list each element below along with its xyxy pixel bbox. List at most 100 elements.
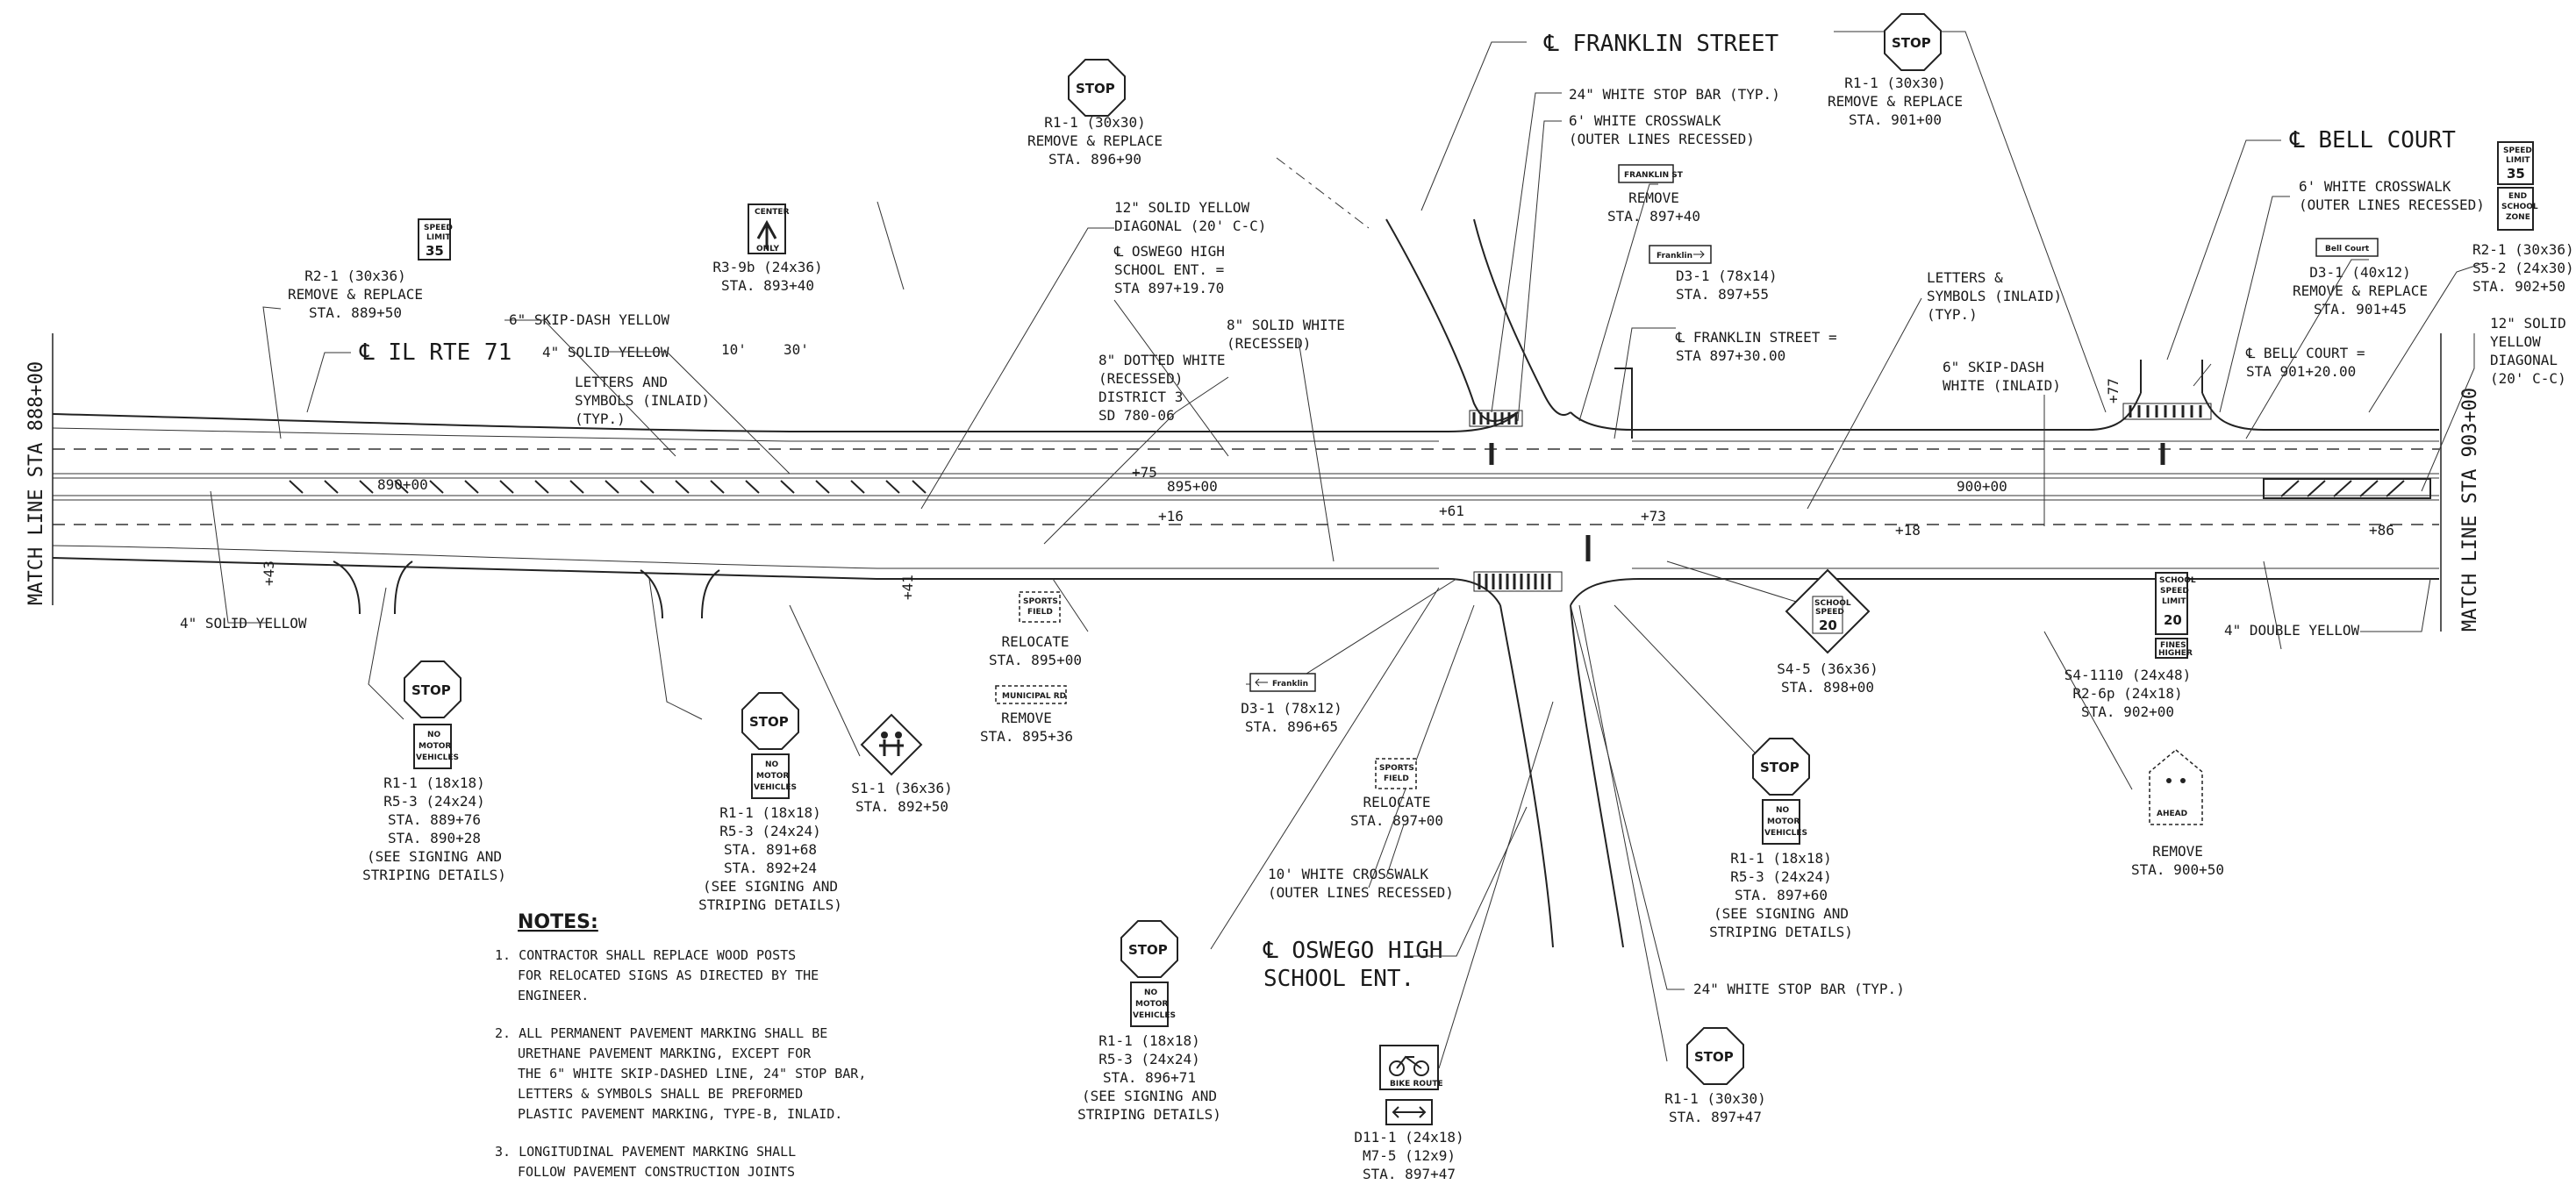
leader-lines: [210, 31, 2484, 1069]
callout-c06-line-1: SYMBOLS (INLAID): [575, 392, 710, 409]
sports-field-sign-895: SPORTS FIELD: [1019, 591, 1061, 623]
stop-sign-897-47: STOP: [1686, 1027, 1744, 1085]
callout-c28-line-3: STA. 892+24: [724, 860, 817, 876]
street-labels: ℄ FRANKLIN STREET ℄ BELL COURT ℄ IL RTE …: [306, 31, 2456, 992]
svg-text:20: 20: [2164, 612, 2182, 628]
station-p43: +43: [261, 560, 277, 586]
svg-text:HIGHER: HIGHER: [2158, 649, 2193, 658]
svg-text:VEHICLES: VEHICLES: [1764, 829, 1807, 838]
sports-field-sign-897: SPORTS FIELD: [1375, 758, 1417, 789]
station-p73: +73: [1641, 508, 1666, 525]
callout-c08-line-2: STA. 896+90: [1048, 151, 1141, 168]
svg-text:SCHOOL: SCHOOL: [1814, 599, 1851, 608]
label-school-ent: SCHOOL ENT.: [1263, 966, 1414, 992]
callout-c35-line-0: S4-5 (36x36): [1777, 660, 1878, 677]
note-2-line-3: LETTERS & SYMBOLS SHALL BE PREFORMED: [518, 1086, 803, 1102]
callout-c30-line-0: RELOCATE: [1001, 633, 1069, 650]
callout-c21-line-0: R2-1 (30x36): [2472, 241, 2574, 258]
callout-c12-line-0: 8" DOTTED WHITE: [1098, 352, 1226, 368]
station-p61: +61: [1439, 503, 1464, 519]
callout-c41-line-0: R1-1 (18x18): [1098, 1032, 1200, 1049]
svg-text:MOTOR: MOTOR: [419, 742, 451, 751]
callout-c22-line-3: (20' C-C): [2490, 370, 2566, 387]
match-line-right: MATCH LINE STA 903+00: [2459, 388, 2481, 632]
station-900: 900+00: [1957, 478, 2007, 495]
label-franklin-street: ℄ FRANKLIN STREET: [1543, 31, 1778, 57]
callout-c12-line-3: SD 780-06: [1098, 407, 1175, 424]
callout-c06-line-0: LETTERS AND: [575, 374, 668, 390]
callout-c20-line-0: D3-1 (40x12): [2309, 264, 2411, 281]
school-ahead-sign-remove: AHEAD: [2149, 749, 2203, 825]
callout-c15-line-0: REMOVE: [1628, 189, 1679, 206]
svg-text:AHEAD: AHEAD: [2157, 810, 2187, 818]
callout-c40-line-1: STA. 900+50: [2131, 861, 2224, 878]
crosswalk-oswego: [1473, 571, 1563, 592]
callout-c36-line-2: STA. 897+60: [1735, 887, 1828, 903]
svg-text:CENTER: CENTER: [755, 208, 790, 217]
crosswalk-franklin: [1469, 410, 1523, 427]
callout-c27-line-1: R5-3 (24x24): [383, 793, 485, 810]
callout-c38-line-1: R2-6p (24x18): [2072, 685, 2182, 702]
svg-text:END: END: [2508, 192, 2527, 201]
callout-c31-line-1: STA. 895+36: [980, 728, 1073, 745]
svg-text:VEHICLES: VEHICLES: [1133, 1011, 1176, 1020]
callout-c10-line-2: STA 897+19.70: [1114, 280, 1224, 296]
note-2-line-4: PLASTIC PAVEMENT MARKING, TYPE-B, INLAID…: [518, 1106, 842, 1122]
hatch-west: [289, 480, 927, 494]
svg-text:SPORTS: SPORTS: [1023, 597, 1058, 606]
callout-c39-line-0: 4" DOUBLE YELLOW: [2224, 622, 2359, 639]
callout-c33-line-0: RELOCATE: [1363, 794, 1430, 810]
label-oswego-high: ℄ OSWEGO HIGH: [1263, 938, 1443, 964]
note-1-line-1: FOR RELOCATED SIGNS AS DIRECTED BY THE: [518, 967, 819, 983]
svg-text:MOTOR: MOTOR: [1135, 1000, 1168, 1009]
callout-c41-line-3: (SEE SIGNING AND: [1082, 1088, 1217, 1104]
callout-c35-line-1: STA. 898+00: [1781, 679, 1874, 696]
callout-c02-line-0: 6" SKIP-DASH YELLOW: [509, 311, 669, 328]
callout-c16-line-1: STA. 897+55: [1676, 286, 1769, 303]
callout-c18-line-0: R1-1 (30x30): [1844, 75, 1946, 91]
callout-c08-line-0: R1-1 (30x30): [1044, 114, 1146, 131]
callout-c40-line-0: REMOVE: [2152, 843, 2203, 860]
svg-text:FIELD: FIELD: [1027, 608, 1053, 617]
callout-c22-line-1: YELLOW: [2490, 333, 2541, 350]
callout-c28-line-2: STA. 891+68: [724, 841, 817, 858]
callout-c36-line-4: STRIPING DETAILS): [1709, 924, 1853, 940]
callout-c29-line-0: S1-1 (36x36): [851, 780, 953, 796]
callout-c12-line-2: DISTRICT 3: [1098, 389, 1183, 405]
callout-c10-line-1: SCHOOL ENT. =: [1114, 261, 1224, 278]
callout-c18-line-1: REMOVE & REPLACE: [1828, 93, 1963, 110]
callout-c11-line-1: (RECESSED): [1227, 335, 1311, 352]
callout-c34-line-0: 10' WHITE CROSSWALK: [1268, 866, 1428, 882]
franklin-d3-sign-south: Franklin: [1249, 673, 1316, 692]
svg-text:FINES: FINES: [2160, 641, 2186, 650]
callout-c16-line-0: D3-1 (78x14): [1676, 268, 1778, 284]
callout-c28-line-0: R1-1 (18x18): [719, 804, 821, 821]
match-line-left: MATCH LINE STA 888+00: [25, 361, 47, 605]
notes-title: NOTES:: [518, 911, 598, 933]
callout-c28-line-1: R5-3 (24x24): [719, 823, 821, 839]
station-895: 895+00: [1167, 478, 1218, 495]
svg-text:SPEED: SPEED: [1815, 608, 1844, 617]
svg-text:NO: NO: [427, 731, 441, 739]
callout-c01-line-1: REMOVE & REPLACE: [288, 286, 423, 303]
station-890: 890+00: [377, 476, 428, 493]
svg-text:ZONE: ZONE: [2506, 213, 2530, 222]
svg-text:LIMIT: LIMIT: [2162, 597, 2186, 606]
callout-c27-line-3: STA. 890+28: [388, 830, 481, 846]
note-1-line-0: 1. CONTRACTOR SHALL REPLACE WOOD POSTS: [495, 947, 796, 963]
station-marks: 890+00 895+00 900+00 +75 +16 +61 +73 +18…: [261, 378, 2394, 600]
svg-text:VEHICLES: VEHICLES: [754, 783, 797, 792]
callout-c29-line-1: STA. 892+50: [855, 798, 948, 815]
callout-c38-line-2: STA. 902+00: [2081, 703, 2174, 720]
callout-c31-line-0: REMOVE: [1001, 710, 1052, 726]
svg-text:SPEED: SPEED: [2503, 146, 2532, 155]
note-3-line-0: 3. LONGITUDINAL PAVEMENT MARKING SHALL: [495, 1144, 796, 1160]
callout-c19-line-1: (OUTER LINES RECESSED): [2299, 196, 2485, 213]
callout-c07-line-0: R3-9b (24x36): [712, 259, 822, 275]
callout-c17-line-1: STA 897+30.00: [1676, 347, 1785, 364]
callout-c14-line-0: 6' WHITE CROSSWALK: [1569, 112, 1721, 129]
svg-text:BIKE ROUTE: BIKE ROUTE: [1390, 1080, 1443, 1089]
callout-c20-line-1: REMOVE & REPLACE: [2293, 282, 2428, 299]
station-p75: +75: [1132, 464, 1157, 481]
